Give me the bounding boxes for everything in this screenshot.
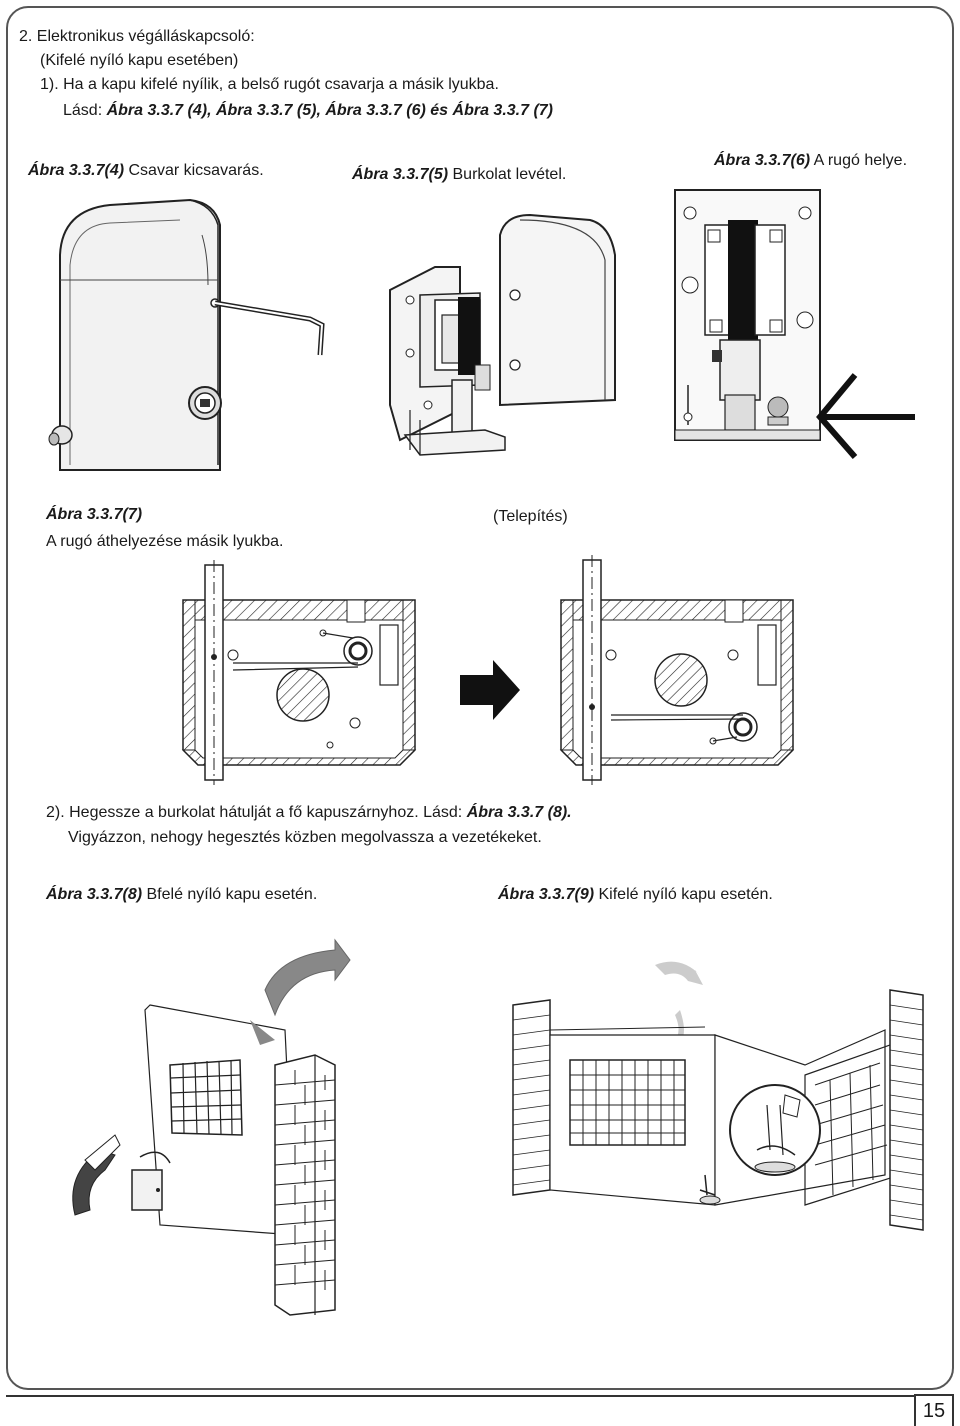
section-heading: 2. Elektronikus végálláskapcsoló: <box>19 28 255 45</box>
fig8-caption: Ábra 3.3.7(8) Bfelé nyíló kapu esetén. <box>46 885 317 905</box>
reference-prefix: Lásd: <box>63 102 107 119</box>
fig9-caption: Ábra 3.3.7(9) Kifelé nyíló kapu esetén. <box>498 885 773 905</box>
fig8-illustration <box>72 938 351 1316</box>
step2-line1: 2). Hegessze a burkolat hátulját a fő ka… <box>46 803 572 823</box>
fig7-ref: Ábra 3.3.7(7) <box>46 506 143 523</box>
page-number: 15 <box>914 1394 954 1426</box>
fig4-caption: Ábra 3.3.7(4) Csavar kicsavarás. <box>28 161 264 181</box>
fig7-ref-line: Ábra 3.3.7(7) <box>46 505 142 525</box>
fig8-text: Bfelé nyíló kapu esetén. <box>142 886 318 903</box>
section-subheading: (Kifelé nyíló kapu esetében) <box>40 52 239 69</box>
fig9-text: Kifelé nyíló kapu esetén. <box>594 886 773 903</box>
reference-line: Lásd: Ábra 3.3.7 (4), Ábra 3.3.7 (5), Áb… <box>63 101 553 121</box>
instruction-line: 1). Ha a kapu kifelé nyílik, a belső rug… <box>40 76 499 93</box>
footer-rule <box>6 1395 954 1397</box>
transition-arrow <box>460 660 520 720</box>
fig6-text: A rugó helye. <box>810 152 908 169</box>
stray-dot: . <box>683 181 687 195</box>
fig5-caption: Ábra 3.3.7(5) Burkolat levétel. <box>352 165 566 185</box>
step2-text: 2). Hegessze a burkolat hátulját a fő ka… <box>46 804 467 821</box>
fig5-ref: Ábra 3.3.7(5) <box>352 166 449 183</box>
reference-figures: Ábra 3.3.7 (4), Ábra 3.3.7 (5), Ábra 3.3… <box>106 102 553 119</box>
fig9-ref: Ábra 3.3.7(9) <box>498 886 595 903</box>
fig6-illustration <box>674 189 915 459</box>
fig6-caption: Ábra 3.3.7(6) A rugó helye. <box>714 151 907 171</box>
before-diagram <box>181 560 417 785</box>
fig4-ref: Ábra 3.3.7(4) <box>28 162 125 179</box>
fig7-schematic <box>181 555 795 785</box>
page-frame <box>6 6 954 1390</box>
fig4-text: Csavar kicsavarás. <box>124 162 264 179</box>
fig5-illustration <box>389 213 616 456</box>
fig6-ref: Ábra 3.3.7(6) <box>714 152 811 169</box>
fig5-text: Burkolat levétel. <box>448 166 567 183</box>
fig9-illustration <box>512 961 924 1231</box>
fig7-text: A rugó áthelyezése másik lyukba. <box>46 533 284 550</box>
step2-ref: Ábra 3.3.7 (8). <box>466 804 572 821</box>
fig8-ref: Ábra 3.3.7(8) <box>46 886 143 903</box>
fig4-illustration <box>48 198 325 471</box>
after-diagram <box>559 555 795 785</box>
install-label: (Telepítés) <box>493 508 568 525</box>
step2-line2: Vigyázzon, nehogy hegesztés közben megol… <box>68 829 542 846</box>
